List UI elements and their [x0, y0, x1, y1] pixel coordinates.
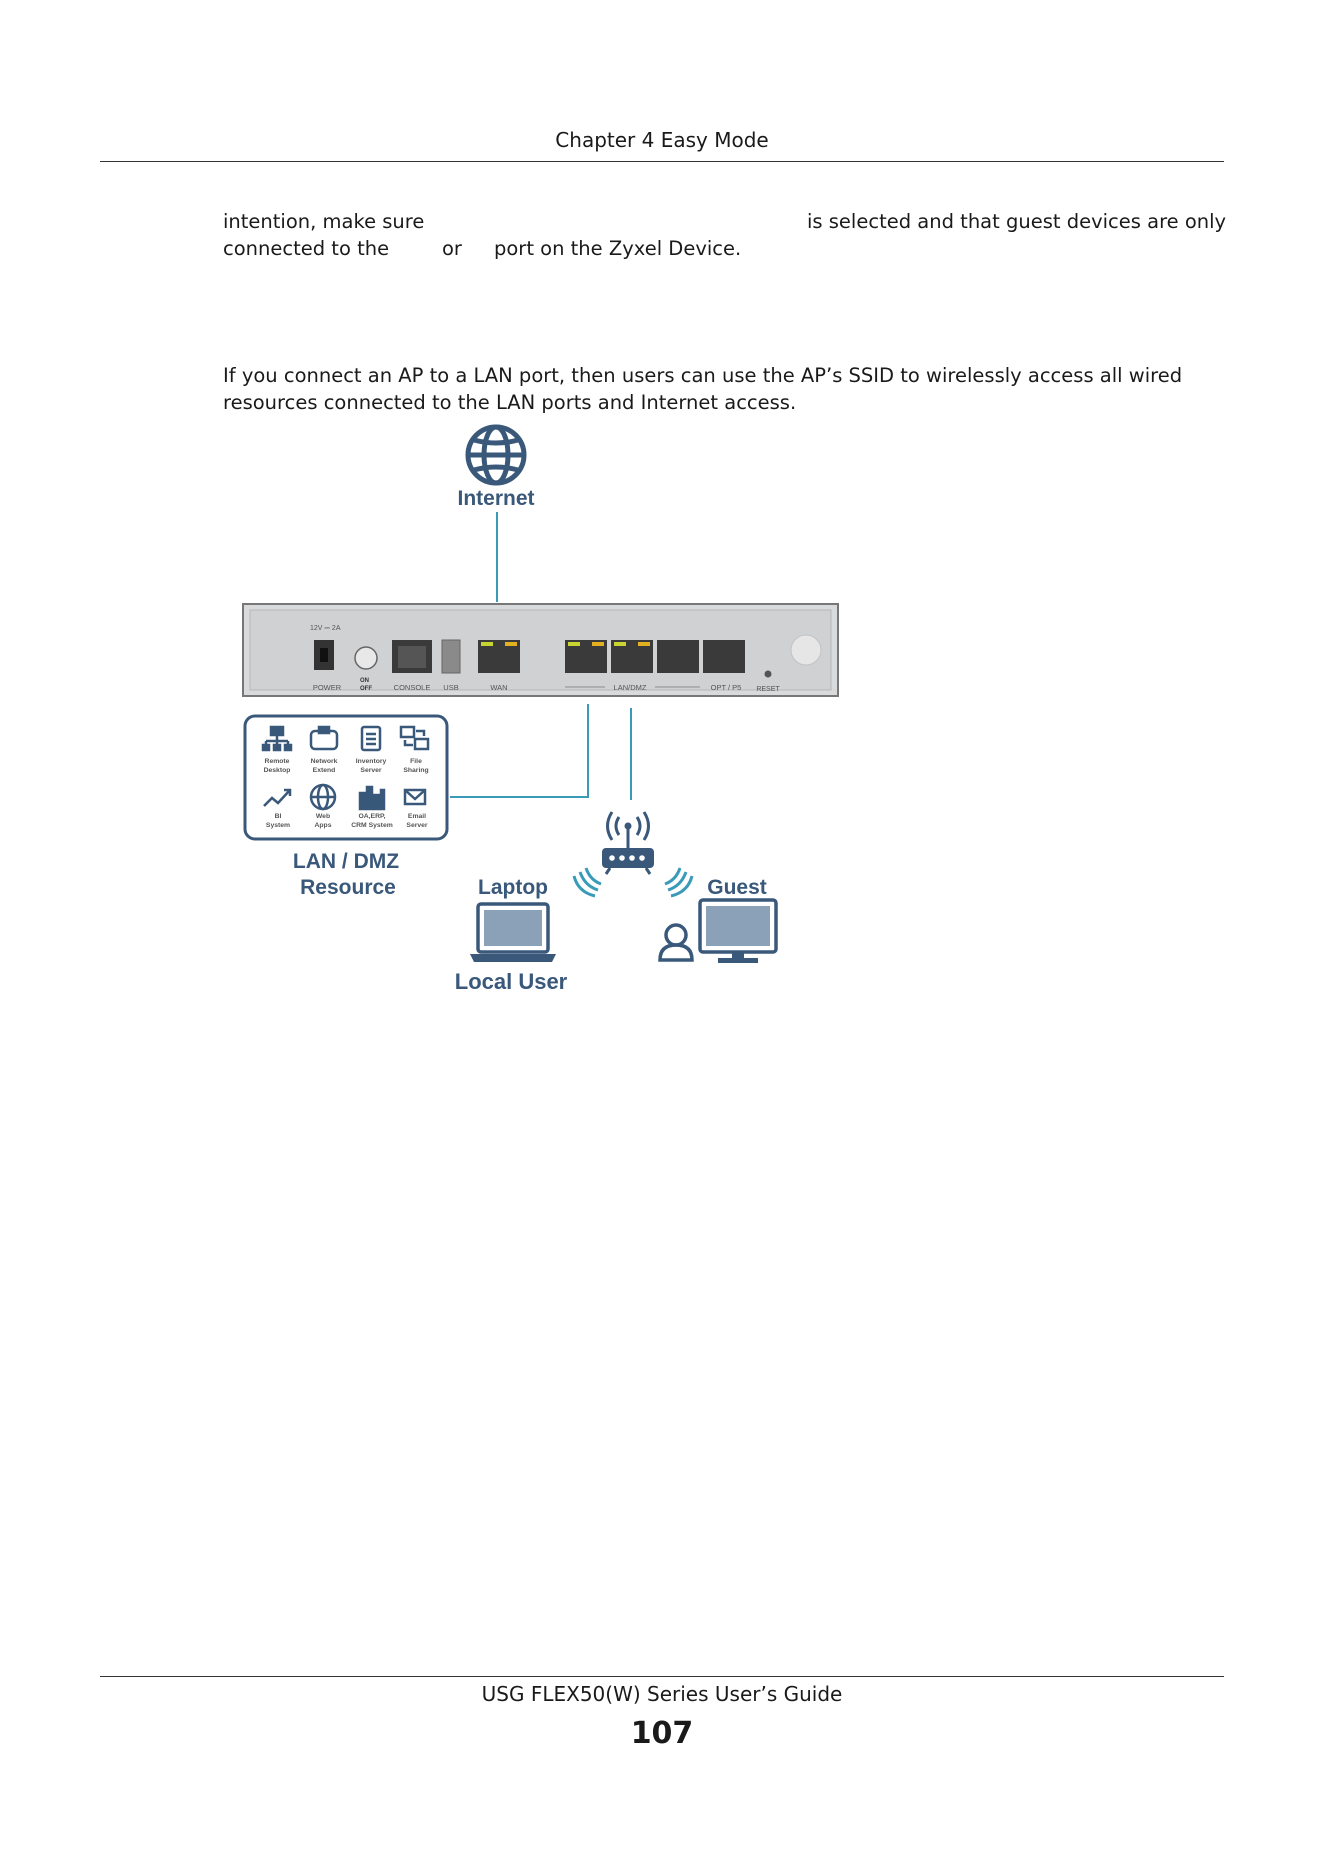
off-label: OFF: [360, 686, 372, 692]
resource-2-line1: Network: [311, 758, 338, 765]
page-number: 107: [630, 1716, 694, 1751]
wifi-waves-left-icon: [572, 867, 602, 898]
resource-1-line2: Desktop: [264, 767, 291, 774]
device-rear-panel: 12V ⎓ 2A POWER ON OFF CONSOLE USB WAN: [242, 603, 839, 697]
resource-6-line1: Web: [316, 813, 330, 820]
footer-rule: [100, 1676, 1224, 1677]
resource-8-line2: Server: [406, 822, 428, 829]
on-label: ON: [360, 678, 369, 684]
person-icon: [658, 923, 694, 962]
globe-icon: [309, 783, 337, 811]
resource-1-line1: Remote: [265, 758, 290, 765]
guide-title: USG FLEX50(W) Series User’s Guide: [481, 1682, 843, 1706]
header-rule: [100, 161, 1224, 162]
power-label: POWER: [313, 683, 342, 692]
para2-line2: resources connected to the LAN ports and…: [223, 391, 797, 414]
resource-6-line2: Apps: [315, 822, 332, 829]
opt-label: OPT / P5: [711, 683, 742, 692]
envelope-icon: [403, 788, 427, 806]
lan-dmz-label: LAN/DMZ: [614, 683, 647, 692]
resource-5-line1: BI: [275, 813, 282, 820]
building-icon: [358, 785, 386, 811]
power-button: [354, 646, 378, 670]
internet-label: Internet: [457, 487, 534, 510]
resource-3-line1: Inventory: [356, 758, 387, 765]
guest-label: Guest: [707, 876, 767, 899]
lan-resource-link: [450, 704, 589, 798]
para1-line2a: connected to the: [223, 237, 390, 260]
list-document-icon: [360, 725, 382, 752]
resource-box: [243, 714, 449, 841]
laptop-label: Laptop: [478, 876, 548, 899]
reset-label: RESET: [756, 686, 780, 693]
resource-8-line1: Email: [408, 813, 426, 820]
resource-title-1: LAN / DMZ: [293, 850, 399, 873]
lan-port-3: [657, 640, 699, 673]
network-box-icon: [309, 725, 339, 751]
local-user-label: Local User: [455, 969, 568, 994]
usb-label: USB: [443, 683, 458, 692]
resource-7-line2: CRM System: [351, 822, 393, 829]
para1-line2c: port on the Zyxel Device.: [494, 237, 742, 260]
para1-line1b: is selected and that guest devices are o…: [807, 210, 1227, 233]
usb-port: [441, 639, 461, 674]
resource-2-line2: Extend: [313, 767, 336, 774]
trend-arrow-icon: [263, 788, 292, 807]
reset-hole: [764, 670, 772, 678]
resource-5-line2: System: [266, 822, 290, 829]
para2-line1: If you connect an AP to a LAN port, then…: [223, 364, 1183, 387]
screw-cap: [790, 634, 822, 666]
wan-label: WAN: [490, 683, 507, 692]
chapter-header: Chapter 4 Easy Mode: [555, 128, 769, 152]
para1-line2b: or: [442, 237, 462, 260]
wifi-waves-right-icon: [664, 867, 694, 898]
resource-7-line1: OA,ERP,: [358, 813, 385, 820]
globe-icon: [465, 424, 527, 486]
opt-port: [703, 640, 745, 673]
resource-title-2: Resource: [300, 876, 396, 899]
power-rating: 12V ⎓ 2A: [310, 625, 341, 632]
console-label: CONSOLE: [394, 683, 431, 692]
resource-4-line1: File: [410, 758, 422, 765]
laptop-icon: [470, 902, 556, 962]
monitor-icon: [698, 898, 778, 963]
network-tree-icon: [261, 725, 293, 752]
file-transfer-icon: [399, 725, 430, 751]
resource-3-line2: Server: [360, 767, 382, 774]
access-point-icon: [602, 811, 654, 875]
para1-line1a: intention, make sure: [223, 210, 425, 233]
resource-4-line2: Sharing: [403, 767, 428, 774]
